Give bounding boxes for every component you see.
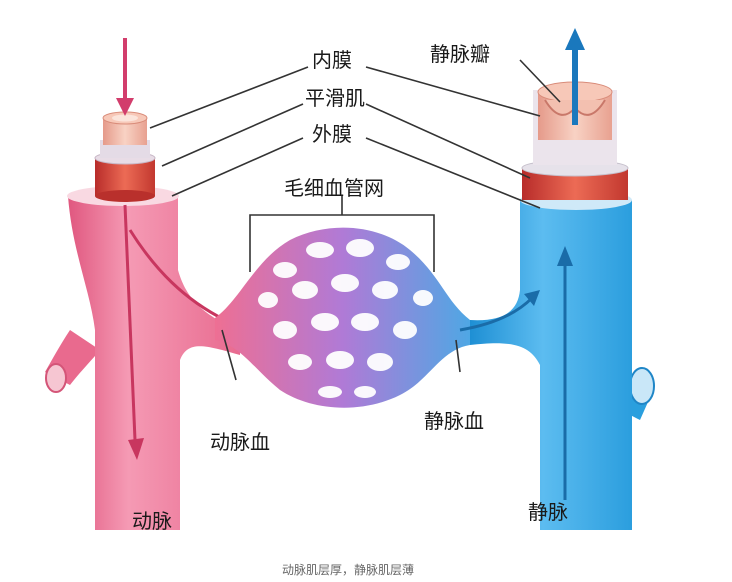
artery-intima [103,118,147,145]
artery-muscle-layer [95,158,155,196]
leader-lines [149,59,561,381]
label-adventitia: 外膜 [312,122,352,146]
capillary-bed [215,227,470,408]
figure-caption: 动脉肌层厚，静脉肌层薄 [282,563,415,577]
label-smooth-muscle: 平滑肌 [305,86,365,110]
label-arterial-blood: 动脉血 [210,430,270,454]
label-capillary-network: 毛细血管网 [284,176,384,200]
capillary-network [215,196,470,408]
artery-trunk [68,196,240,530]
label-intima: 内膜 [312,48,352,72]
label-artery: 动脉 [132,509,172,533]
vein-branch-opening [629,367,655,405]
artery-down-arrow [123,204,137,441]
capillary-mesh [258,239,433,398]
vein-muscle-layer [522,168,628,200]
label-venous-blood: 静脉血 [424,409,484,433]
vein-trunk [470,200,632,530]
label-venous-valve: 静脉瓣 [430,42,490,66]
vein [459,28,655,530]
capillary-to-vein-arrow [459,296,534,332]
artery [45,38,240,530]
label-vein: 静脉 [528,500,568,524]
artery-to-capillary-arrow [128,229,226,322]
artery-branch-opening [45,363,67,393]
capillary-bracket [249,196,435,272]
vessel-diagram [45,28,655,530]
